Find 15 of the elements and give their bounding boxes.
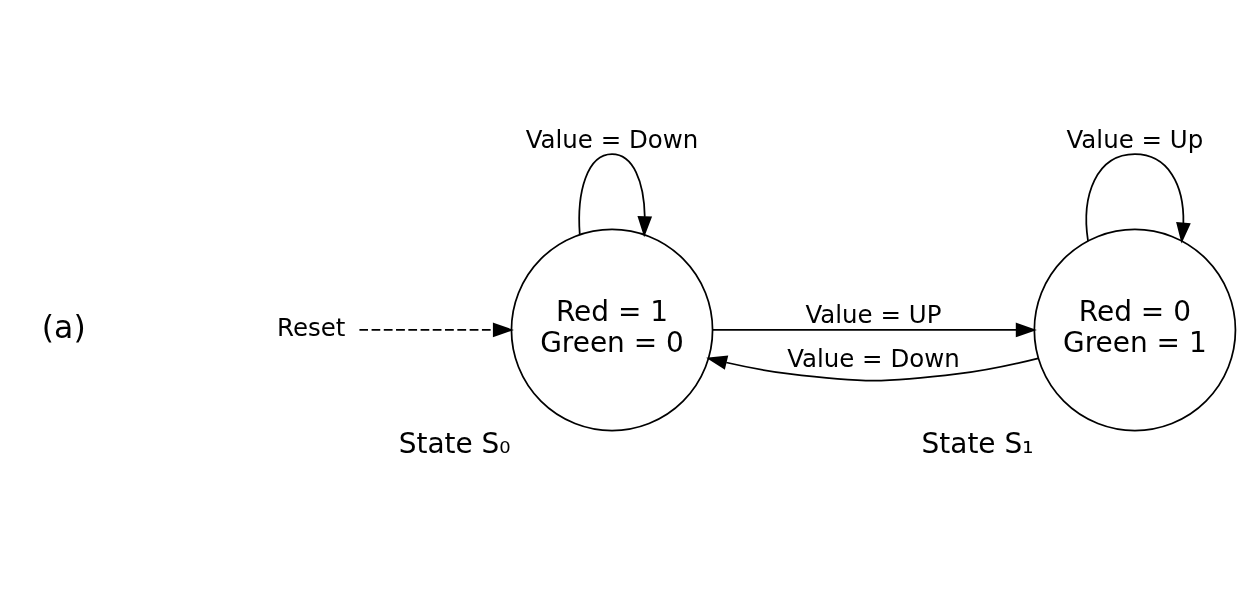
node-circle: Red = 0 Green = 1 [1033, 228, 1237, 432]
edge-label: Value = Up [1066, 124, 1204, 154]
edge-label: Value = UP [805, 300, 942, 330]
edge-label: Value = Down [787, 344, 960, 374]
arrow [358, 322, 514, 338]
node-label: State S₁ [921, 426, 1034, 460]
node-text: Reset [277, 313, 346, 343]
node-circle: Red = 1 Green = 0 [510, 228, 714, 432]
node-label: State S₀ [398, 426, 511, 460]
arrow [1085, 153, 1191, 244]
label: (a) [41, 308, 86, 345]
arrow [711, 322, 1037, 338]
edge-label: Value = Down [525, 124, 699, 154]
arrow [706, 355, 1040, 382]
arrow [578, 153, 653, 238]
